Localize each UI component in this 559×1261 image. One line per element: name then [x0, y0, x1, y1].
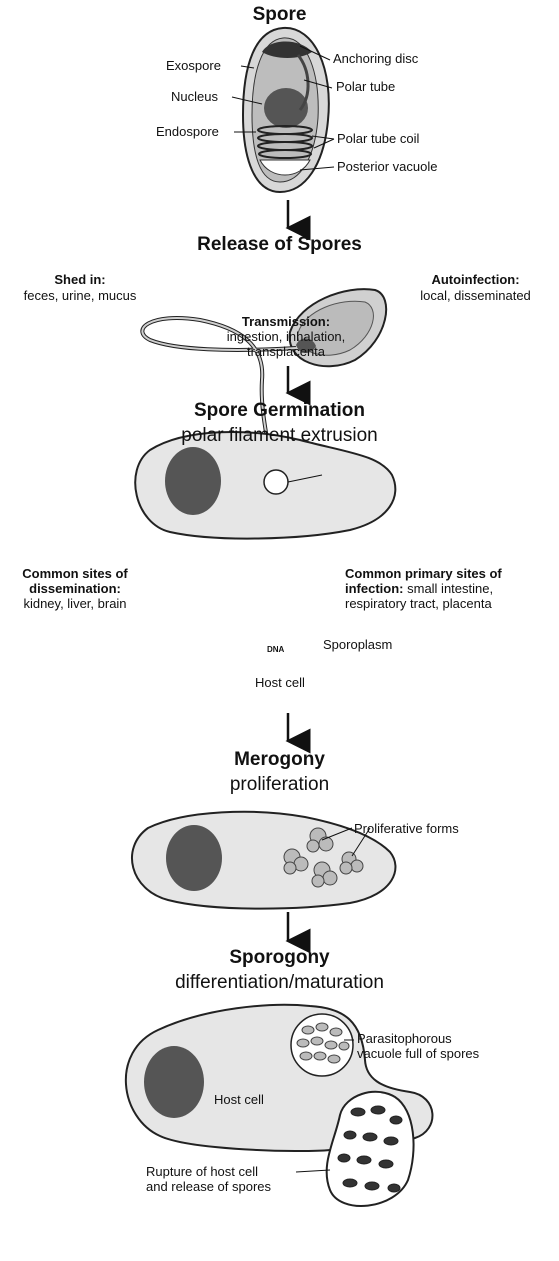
vacuole-line2: vacuole full of spores [357, 1047, 479, 1062]
primary-sites-intestine: small intestine, [404, 581, 494, 596]
primary-sites-line1: Common primary sites of [345, 567, 502, 582]
endospore-label: Endospore [156, 125, 219, 140]
transmission-line1: ingestion, inhalation, [186, 330, 386, 345]
nucleus-label: Nucleus [171, 90, 218, 105]
germination-title: Spore Germination [0, 400, 559, 422]
transmission-heading: Transmission: [186, 315, 386, 330]
polar-tube-label: Polar tube [336, 80, 395, 95]
primary-sites-infection: infection: [345, 581, 404, 596]
dissemination-text: kidney, liver, brain [0, 597, 150, 612]
vacuole-line1: Parasitophorous [357, 1032, 452, 1047]
shed-in-heading: Shed in: [0, 273, 160, 288]
proliferative-forms-label: Proliferative forms [354, 822, 459, 837]
spore-title: Spore [0, 4, 559, 26]
autoinfection-heading: Autoinfection: [392, 273, 559, 288]
rupture-line2: and release of spores [146, 1180, 271, 1195]
primary-sites-line2: infection: small intestine, [345, 582, 493, 597]
spore-illustration [232, 28, 334, 192]
dissemination-line1: Common sites of [0, 567, 150, 582]
exospore-label: Exospore [166, 59, 221, 74]
merogony-title: Merogony [0, 749, 559, 771]
host-cell-label-2: Host cell [214, 1093, 264, 1108]
merogony-subtitle: proliferation [0, 774, 559, 796]
rupture-line1: Rupture of host cell [146, 1165, 258, 1180]
sporoplasm-label: Sporoplasm [323, 638, 392, 653]
sporogony-title: Sporogony [0, 947, 559, 969]
sporogony-subtitle: differentiation/maturation [0, 972, 559, 994]
posterior-vacuole-label: Posterior vacuole [337, 160, 437, 175]
germination-subtitle: polar filament extrusion [0, 425, 559, 447]
anchoring-disc-label: Anchoring disc [333, 52, 418, 67]
autoinfection-text: local, disseminated [392, 289, 559, 304]
transmission-line2: transplacenta [186, 345, 386, 360]
polar-tube-coil-label: Polar tube coil [337, 132, 419, 147]
host-cell-1 [135, 432, 395, 539]
dna-label: DNA [267, 645, 284, 654]
shed-in-text: feces, urine, mucus [0, 289, 160, 304]
primary-sites-line3: respiratory tract, placenta [345, 597, 492, 612]
release-title: Release of Spores [0, 234, 559, 256]
dissemination-line2: dissemination: [0, 582, 150, 597]
host-cell-label: Host cell [255, 676, 305, 691]
